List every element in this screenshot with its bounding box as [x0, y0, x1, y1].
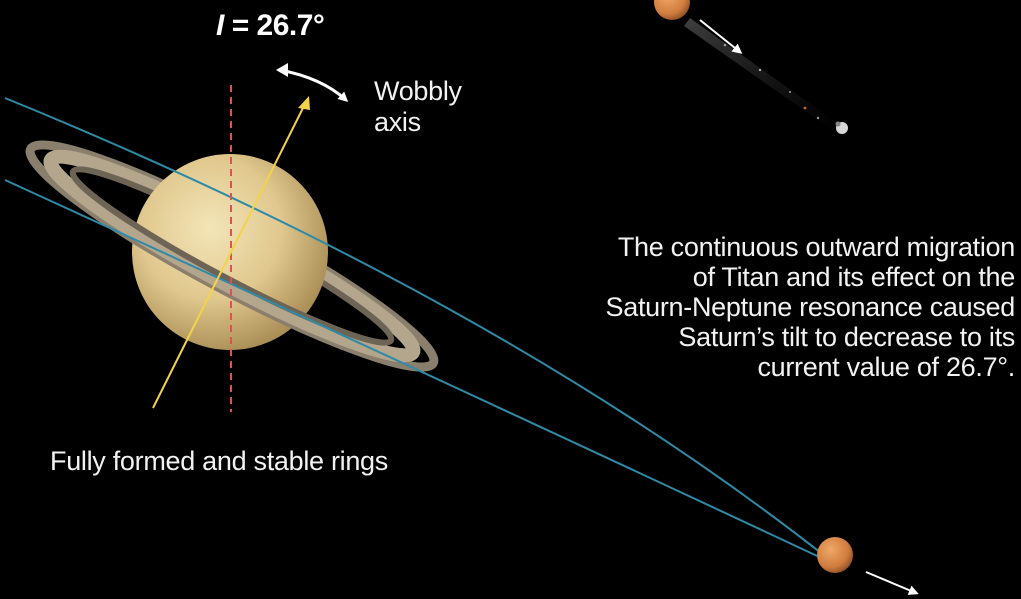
spin-axis-arrowhead — [298, 96, 310, 110]
wobbly-axis-line2: axis — [374, 107, 421, 137]
wobbly-axis-label: Wobbly axis — [374, 76, 494, 138]
caption-line: The continuous outward migration — [617, 232, 1015, 262]
titan-upper-motion-arrow — [699, 19, 743, 54]
caption-line: current value of 26.7°. — [757, 352, 1015, 382]
titan-upper — [654, 0, 848, 134]
caption-text: The continuous outward migration of Tita… — [545, 232, 1016, 382]
obliquity-symbol: I — [216, 9, 224, 42]
titan-orbit-outer — [4, 97, 831, 561]
wobble-arrow-start — [276, 63, 288, 77]
caption-line: of Titan and its effect on the — [692, 262, 1016, 292]
titan-lower — [817, 537, 853, 573]
rings-front — [25, 146, 438, 372]
caption-line: Saturn’s tilt to decrease to its — [678, 322, 1015, 352]
spin-axis — [152, 101, 307, 409]
obliquity-value: = 26.7° — [231, 9, 325, 42]
caption-line: Saturn-Neptune resonance caused — [605, 292, 1016, 322]
obliquity-label: I = 26.7° — [216, 9, 325, 42]
rings-label: Fully formed and stable rings — [50, 446, 388, 476]
titan-orbit-inner — [4, 179, 831, 563]
wobbly-axis-line1: Wobbly — [374, 76, 462, 106]
wobble-arrow — [279, 68, 349, 103]
titan-lower-motion-arrow — [865, 571, 919, 595]
